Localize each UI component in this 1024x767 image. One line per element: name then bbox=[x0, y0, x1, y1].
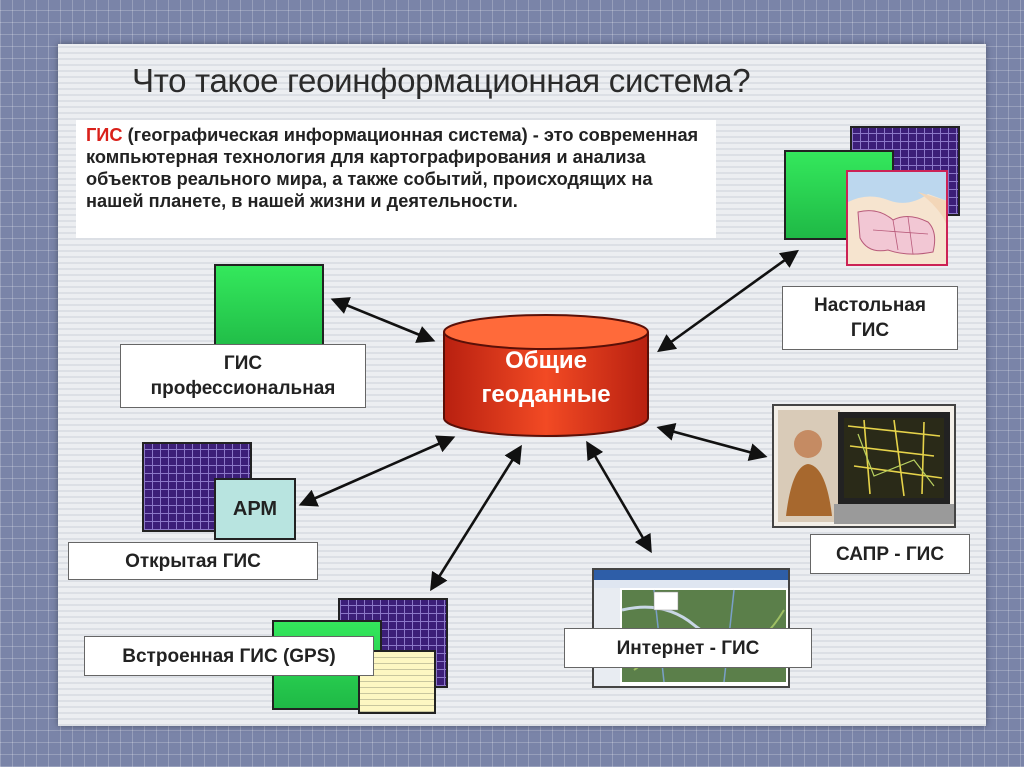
center-label-line2: геоданные bbox=[481, 381, 611, 408]
arrow-professional bbox=[330, 297, 436, 343]
shared-geodata-cylinder bbox=[443, 314, 649, 437]
arrow-internet bbox=[586, 440, 652, 554]
professional-gis-label: ГИС профессиональная bbox=[120, 344, 366, 408]
center-label-line1: Общие bbox=[505, 347, 587, 374]
desktop-gis-line2: ГИС bbox=[850, 320, 890, 341]
arrow-cad bbox=[656, 422, 768, 462]
desktop-gis-line1: Настольная bbox=[814, 295, 926, 316]
arrow-open bbox=[298, 435, 456, 507]
professional-gis-window bbox=[214, 264, 324, 356]
definition-term: ГИС bbox=[86, 125, 123, 145]
embedded-gis-label: Встроенная ГИС (GPS) bbox=[84, 636, 374, 676]
definition-text-box: ГИС (географическая информационная систе… bbox=[76, 120, 716, 238]
europe-map-image bbox=[846, 170, 948, 266]
professional-gis-line1: ГИС bbox=[223, 353, 263, 374]
embedded-gis-yellow-window bbox=[358, 650, 436, 714]
desktop-gis-label: Настольная ГИС bbox=[782, 286, 958, 350]
internet-gis-label: Интернет - ГИС bbox=[564, 628, 812, 668]
arrow-embedded bbox=[430, 444, 522, 592]
page-title: Что такое геоинформационная система? bbox=[132, 62, 751, 99]
center-label: Общие геоданные bbox=[440, 344, 652, 412]
arrow-desktop bbox=[657, 249, 799, 353]
cad-gis-photo bbox=[772, 404, 956, 528]
arm-badge: АРМ bbox=[214, 478, 296, 540]
open-gis-label: Открытая ГИС bbox=[68, 542, 318, 580]
definition-body: (географическая информационная система) … bbox=[86, 125, 699, 211]
cad-gis-label: САПР - ГИС bbox=[810, 534, 970, 574]
professional-gis-line2: профессиональная bbox=[150, 378, 336, 399]
